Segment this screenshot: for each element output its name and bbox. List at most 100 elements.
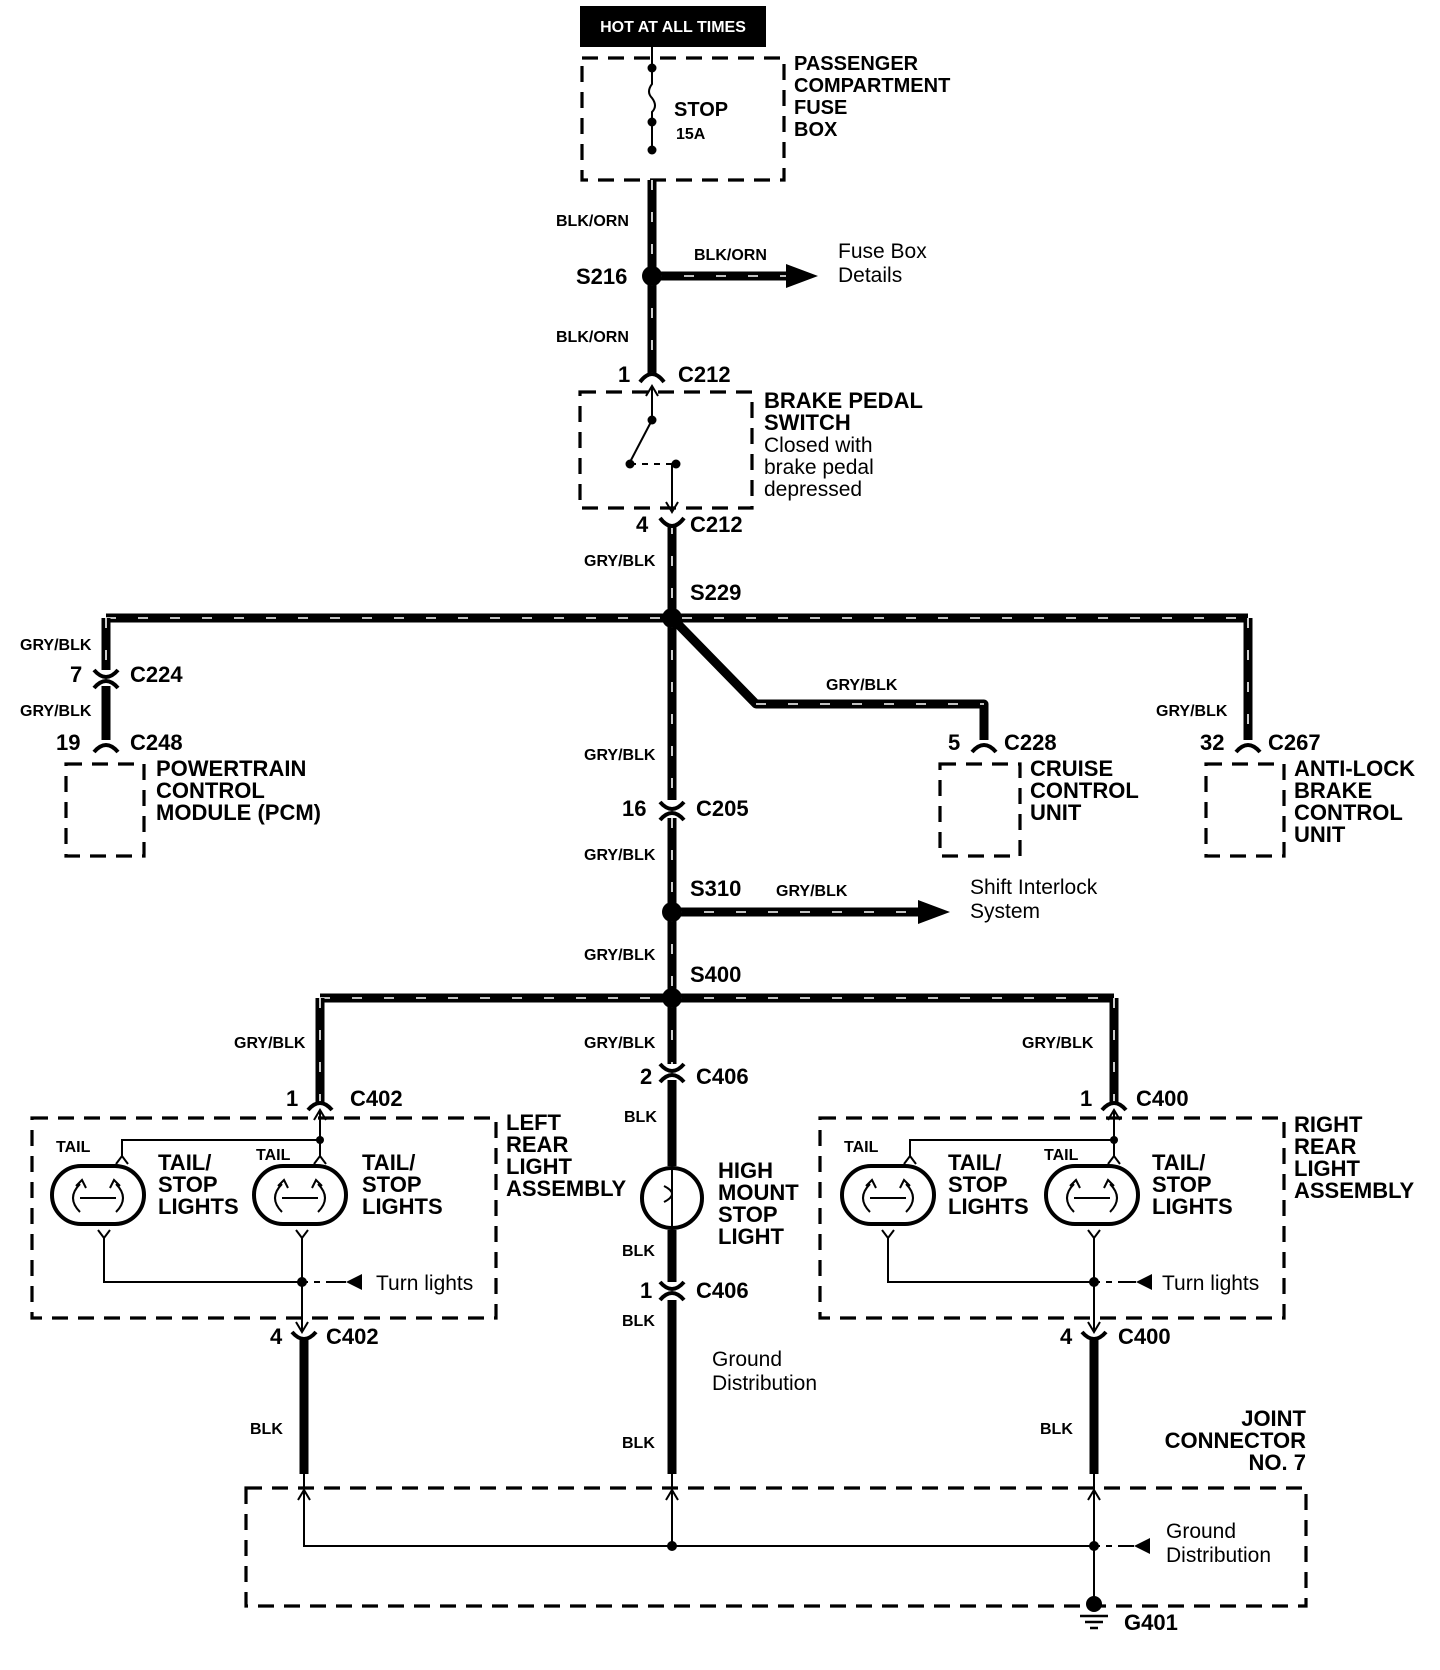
- harness-wires: [101, 180, 1253, 1474]
- svg-text:BLK/ORN: BLK/ORN: [556, 329, 629, 346]
- svg-text:Distribution: Distribution: [712, 1372, 817, 1395]
- svg-text:LIGHT: LIGHT: [1294, 1156, 1361, 1181]
- fuse-icon: [648, 72, 656, 122]
- svg-text:LIGHTS: LIGHTS: [362, 1194, 443, 1219]
- svg-text:TAIL/: TAIL/: [1152, 1150, 1205, 1175]
- c205-pin: 16: [622, 796, 646, 821]
- svg-text:LIGHT: LIGHT: [718, 1224, 785, 1249]
- svg-text:UNIT: UNIT: [1030, 800, 1082, 825]
- c205-connector: C205: [696, 796, 749, 821]
- svg-text:ASSEMBLY: ASSEMBLY: [506, 1176, 627, 1201]
- svg-text:GRY/BLK: GRY/BLK: [584, 947, 656, 964]
- splice-s310: [662, 902, 682, 922]
- svg-text:LIGHTS: LIGHTS: [948, 1194, 1029, 1219]
- fuse-rating: 15A: [676, 126, 706, 143]
- svg-text:ASSEMBLY: ASSEMBLY: [1294, 1178, 1415, 1203]
- svg-text:CONTROL: CONTROL: [1294, 800, 1403, 825]
- shift-interlock-ref: Shift Interlock: [970, 876, 1098, 899]
- svg-text:GRY/BLK: GRY/BLK: [1156, 703, 1228, 720]
- svg-text:GRY/BLK: GRY/BLK: [584, 553, 656, 570]
- svg-text:1: 1: [640, 1278, 652, 1303]
- svg-text:CONNECTOR: CONNECTOR: [1165, 1428, 1306, 1453]
- svg-text:19: 19: [56, 730, 80, 755]
- svg-text:4: 4: [1060, 1324, 1073, 1349]
- wire-color-labels: BLK/ORN BLK/ORN BLK/ORN GRY/BLK GRY/BLK …: [20, 213, 1228, 1452]
- ground-icon: G401: [1080, 1596, 1178, 1635]
- svg-text:C267: C267: [1268, 730, 1321, 755]
- ground-distribution-ref: Ground: [712, 1348, 782, 1371]
- svg-text:STOP: STOP: [948, 1172, 1008, 1197]
- svg-text:BLK: BLK: [1040, 1421, 1073, 1438]
- svg-text:GRY/BLK: GRY/BLK: [776, 883, 848, 900]
- fuse-name: STOP: [674, 99, 728, 121]
- anti-lock-brake-control-unit: 32 C267 ANTI-LOCK BRAKE CONTROL UNIT: [1200, 730, 1415, 858]
- splice-s216: [642, 266, 662, 286]
- svg-text:HOT AT ALL TIMES: HOT AT ALL TIMES: [600, 19, 746, 36]
- svg-text:C406: C406: [696, 1064, 749, 1089]
- svg-text:TAIL/: TAIL/: [158, 1150, 211, 1175]
- brake-pedal-switch: 1 C212 BRAKE PEDAL SWITCH Closed with br…: [578, 362, 923, 537]
- svg-text:LEFT: LEFT: [506, 1110, 562, 1135]
- svg-text:BLK: BLK: [622, 1313, 655, 1330]
- svg-text:FUSE: FUSE: [794, 97, 847, 119]
- powertrain-control-module: 7 C224 19 C248 POWERTRAIN CONTROL MODULE…: [56, 662, 321, 858]
- svg-text:1: 1: [618, 362, 630, 387]
- svg-text:BOX: BOX: [794, 119, 838, 141]
- svg-text:CONTROL: CONTROL: [156, 778, 265, 803]
- joint-connector-no-7: JOINT CONNECTOR NO. 7 Ground Distributio…: [244, 1406, 1308, 1608]
- switch-contact-icon: [629, 419, 653, 463]
- svg-text:MOUNT: MOUNT: [718, 1180, 799, 1205]
- svg-text:PASSENGER: PASSENGER: [794, 53, 919, 75]
- svg-text:COMPARTMENT: COMPARTMENT: [794, 75, 950, 97]
- lamp-icon: [1044, 1164, 1140, 1226]
- svg-text:TAIL: TAIL: [1044, 1147, 1079, 1164]
- svg-text:BLK: BLK: [624, 1109, 657, 1126]
- lamp-icon: [50, 1164, 146, 1226]
- svg-text:STOP: STOP: [158, 1172, 218, 1197]
- passenger-fuse-box: STOP 15A PASSENGER COMPARTMENT FUSE BOX: [580, 47, 950, 182]
- svg-text:CONTROL: CONTROL: [1030, 778, 1139, 803]
- svg-text:REAR: REAR: [506, 1132, 568, 1157]
- svg-text:BLK/ORN: BLK/ORN: [694, 247, 767, 264]
- svg-text:RIGHT: RIGHT: [1294, 1112, 1363, 1137]
- svg-text:POWERTRAIN: POWERTRAIN: [156, 756, 306, 781]
- svg-text:4: 4: [636, 512, 649, 537]
- svg-text:STOP: STOP: [1152, 1172, 1212, 1197]
- svg-text:NO. 7: NO. 7: [1249, 1450, 1306, 1475]
- svg-text:BLK: BLK: [250, 1421, 283, 1438]
- svg-text:GRY/BLK: GRY/BLK: [1022, 1035, 1094, 1052]
- svg-text:MODULE (PCM): MODULE (PCM): [156, 800, 321, 825]
- lamp-icon: [252, 1164, 348, 1226]
- svg-text:Turn lights: Turn lights: [376, 1272, 473, 1295]
- high-mount-stop-light: 2 C406 HIGH MOUNT STOP LIGHT 1 C406 Grou…: [640, 1064, 817, 1395]
- svg-text:HIGH: HIGH: [718, 1158, 773, 1183]
- svg-text:TAIL: TAIL: [56, 1139, 91, 1156]
- svg-text:4: 4: [270, 1324, 283, 1349]
- svg-text:GRY/BLK: GRY/BLK: [20, 703, 92, 720]
- svg-text:brake pedal: brake pedal: [764, 456, 874, 479]
- svg-text:GRY/BLK: GRY/BLK: [584, 847, 656, 864]
- splice-label-s400: S400: [690, 962, 741, 987]
- svg-text:2: 2: [640, 1064, 652, 1089]
- hot-at-all-times-banner: HOT AT ALL TIMES: [580, 6, 766, 47]
- svg-text:GRY/BLK: GRY/BLK: [826, 677, 898, 694]
- splice-s400: [662, 988, 682, 1008]
- svg-text:C212: C212: [690, 512, 743, 537]
- svg-text:GRY/BLK: GRY/BLK: [584, 1035, 656, 1052]
- splice-s229: [662, 608, 682, 628]
- svg-text:GRY/BLK: GRY/BLK: [234, 1035, 306, 1052]
- svg-text:LIGHT: LIGHT: [506, 1154, 573, 1179]
- svg-text:Turn lights: Turn lights: [1162, 1272, 1259, 1295]
- svg-text:TAIL: TAIL: [256, 1147, 291, 1164]
- svg-text:C402: C402: [326, 1324, 379, 1349]
- svg-text:STOP: STOP: [718, 1202, 778, 1227]
- right-rear-light-assembly: 1 C400 RIGHT REAR LIGHT ASSEMBLY TAIL TA…: [818, 1086, 1415, 1349]
- svg-text:UNIT: UNIT: [1294, 822, 1346, 847]
- splice-label-s229: S229: [690, 580, 741, 605]
- svg-text:JOINT: JOINT: [1241, 1406, 1306, 1431]
- svg-text:LIGHTS: LIGHTS: [1152, 1194, 1233, 1219]
- svg-text:ANTI-LOCK: ANTI-LOCK: [1294, 756, 1415, 781]
- svg-text:SWITCH: SWITCH: [764, 410, 851, 435]
- svg-text:GRY/BLK: GRY/BLK: [584, 747, 656, 764]
